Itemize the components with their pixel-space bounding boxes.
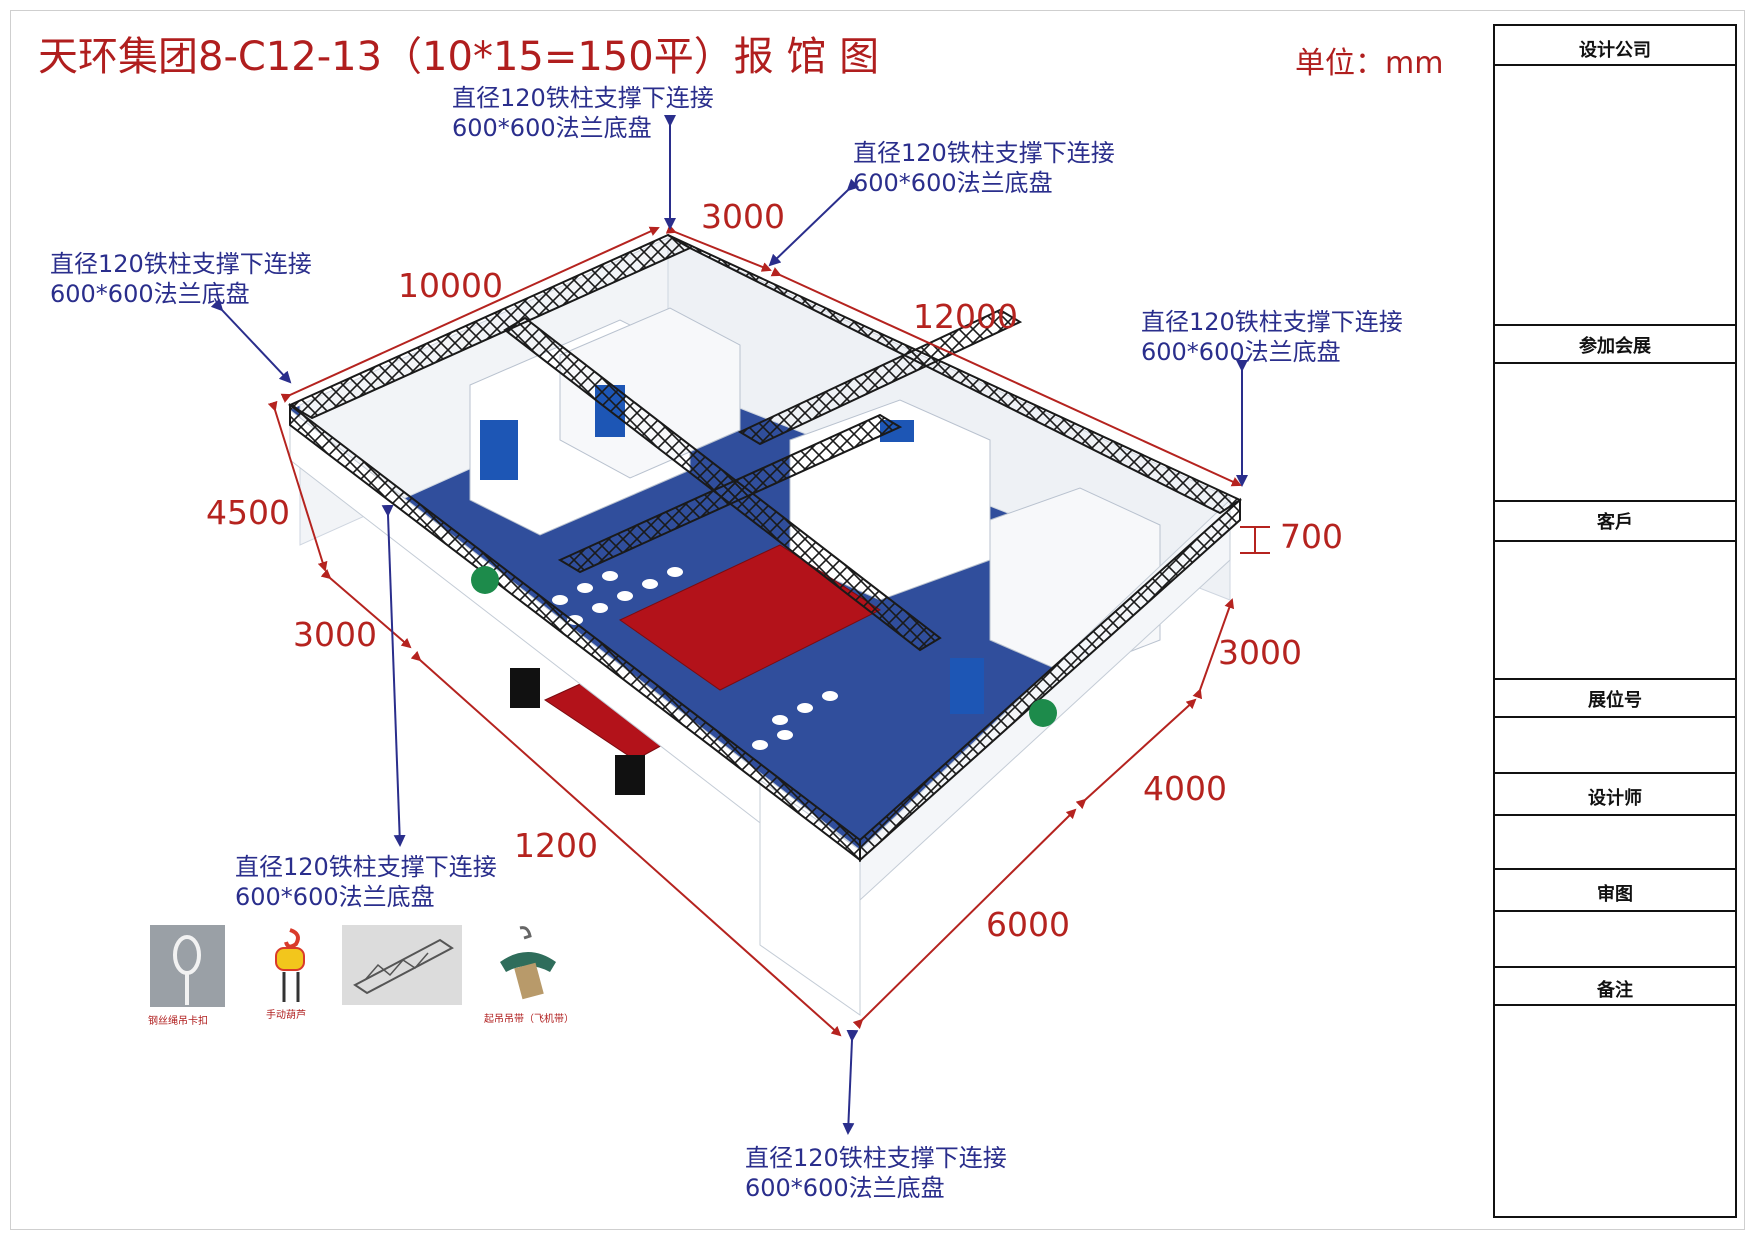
dim-label-top-right: 12000 (913, 297, 1018, 336)
title-block: 设计公司 参加会展 客戶 展位号 设计师 审图 备注 (1493, 24, 1737, 1218)
support-note-bottom: 直径120铁柱支撑下连接 600*600法兰底盘 (745, 1144, 1007, 1202)
dim-line-right-height (1192, 598, 1235, 700)
tb-divider (1495, 64, 1735, 66)
tb-divider (1495, 500, 1735, 502)
support-note-lower-left: 直径120铁柱支撑下连接 600*600法兰底盘 (235, 853, 497, 911)
dim-line-right-lower (1075, 698, 1197, 810)
dim-label-bottom-front: 1200 (514, 826, 598, 865)
support-arrow-left (210, 298, 292, 384)
dim-line-bottom-front (410, 650, 842, 1037)
legend-caption-lifting-sling: 起吊吊带（飞机带） (484, 1014, 574, 1025)
tb-divider (1495, 324, 1735, 326)
lifting-sling-icon (492, 925, 564, 1007)
dim-label-bottom-right: 6000 (986, 905, 1070, 944)
dim-label-left-lower: 3000 (293, 615, 377, 654)
booth-isometric-diagram (150, 115, 1270, 1135)
tb-divider (1495, 362, 1735, 364)
dim-label-right-lower: 4000 (1143, 769, 1227, 808)
chain-hoist-icon (258, 925, 323, 1007)
legend-images (150, 925, 564, 1007)
tb-divider (1495, 966, 1735, 968)
dim-line-left-height (267, 400, 328, 572)
unit-label: 单位：mm (1295, 46, 1444, 81)
room-blue-panel (480, 420, 518, 480)
tb-divider (1495, 540, 1735, 542)
legend-caption-chain-hoist: 手动葫芦 (266, 1010, 306, 1021)
speaker-left (510, 668, 540, 708)
tb-divider (1495, 716, 1735, 718)
tb-divider (1495, 868, 1735, 870)
support-arrows (210, 115, 1248, 1135)
support-note-left: 直径120铁柱支撑下连接 600*600法兰底盘 (50, 250, 312, 308)
tb-divider (1495, 910, 1735, 912)
room-blue-panel-3 (950, 658, 984, 714)
wire-rope-clip-icon (150, 925, 225, 1007)
tb-review: 审图 (1597, 884, 1633, 905)
dim-label-top-left: 10000 (398, 266, 503, 305)
support-note-top: 直径120铁柱支撑下连接 600*600法兰底盘 (452, 84, 714, 142)
dim-line-top-left (280, 226, 660, 403)
tb-designer: 设计师 (1588, 788, 1642, 809)
support-arrow-left-post (381, 504, 406, 847)
brand-sign-front (471, 566, 1057, 727)
speaker-right (615, 755, 645, 795)
dim-label-right-height: 3000 (1218, 633, 1302, 672)
sheet-border (10, 10, 1745, 1230)
tb-design-company: 设计公司 (1579, 40, 1651, 61)
support-note-top-right: 直径120铁柱支撑下连接 600*600法兰底盘 (853, 139, 1115, 197)
dim-label-top-short: 3000 (701, 197, 785, 236)
tb-divider (1495, 678, 1735, 680)
tb-divider (1495, 1004, 1735, 1006)
dim-line-bottom-right (852, 808, 1077, 1030)
tb-client: 客戶 (1597, 512, 1633, 533)
dim-line-top-right (770, 267, 1242, 487)
drawing-title: 天环集团8-C12-13（10*15=150平）报 馆 图 (38, 34, 880, 80)
tb-divider (1495, 814, 1735, 816)
tb-exhibition: 参加会展 (1579, 336, 1651, 357)
dim-label-truss-height: 700 (1280, 517, 1343, 556)
support-arrow-top-right (768, 178, 860, 267)
truss-segment-icon (342, 925, 462, 1005)
dim-label-left-height: 4500 (206, 493, 290, 532)
legend-caption-wire-rope-clip: 钢丝绳吊卡扣 (148, 1016, 208, 1027)
tb-booth-no: 展位号 (1588, 690, 1642, 711)
support-note-right: 直径120铁柱支撑下连接 600*600法兰底盘 (1141, 308, 1403, 366)
dim-line-top-short (665, 224, 772, 272)
support-arrow-bottom (842, 1029, 859, 1135)
tb-divider (1495, 772, 1735, 774)
tb-remarks: 备注 (1597, 980, 1633, 1001)
